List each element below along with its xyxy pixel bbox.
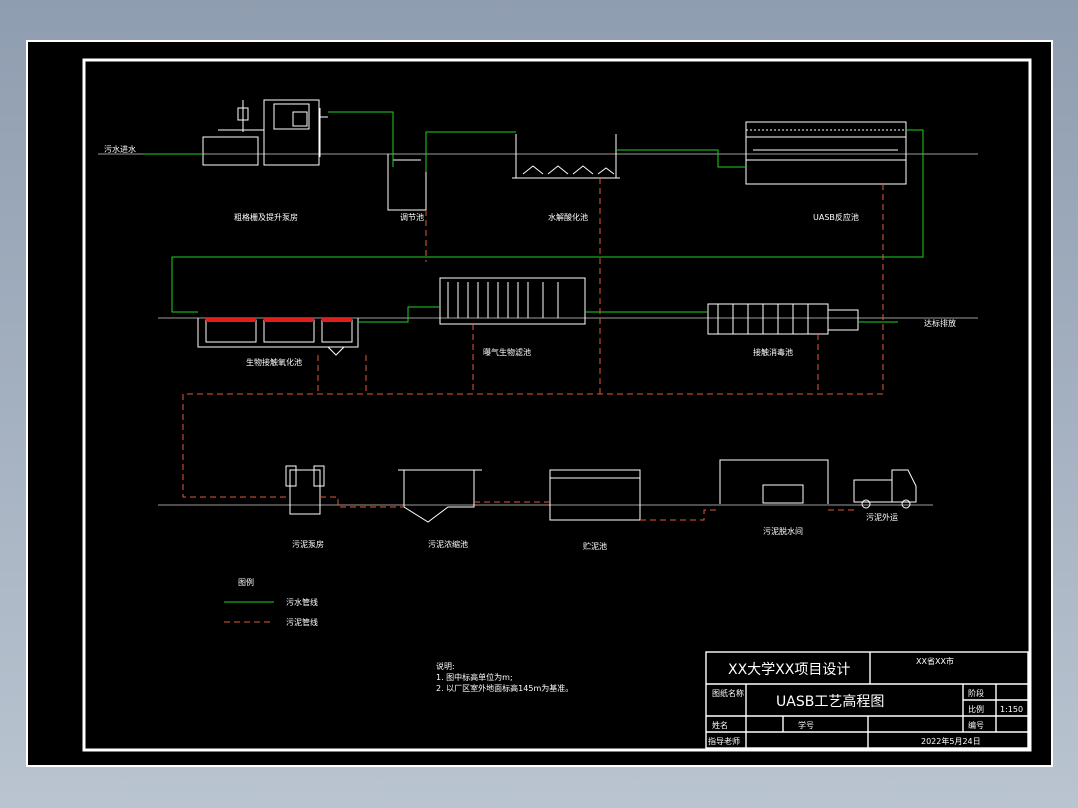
label-equalization: 调节池: [400, 212, 424, 222]
legend-water-label: 污水管线: [286, 597, 318, 607]
notes-line-2: 2. 以厂区室外地面标高145m为基准。: [436, 683, 573, 693]
uasb-tank: [745, 121, 907, 185]
disinfection-tank: [707, 303, 859, 335]
title-block: [705, 651, 1029, 749]
sludge-pump-house: [285, 465, 325, 515]
title-scale: 1:150: [1000, 705, 1023, 714]
water-pipelines: [143, 111, 924, 323]
sludge-pipelines: [182, 178, 884, 521]
drawing-sheet: 粗格栅及提升泵房 调节池 水解酸化池 UASB反应池 污水进水 生物接触氧化池 …: [26, 40, 1053, 767]
label-disinfection: 接触消毒池: [753, 347, 793, 357]
title-school: XX大学XX项目设计: [728, 662, 850, 678]
title-author: XX省XX市: [916, 656, 954, 666]
hydrolysis-tank: [512, 134, 620, 179]
sludge-storage-tank: [549, 469, 641, 521]
truck-icon: [853, 469, 917, 509]
label-bio-contact: 生物接触氧化池: [246, 357, 302, 367]
title-number-label: 编号: [968, 720, 984, 730]
title-date: 2022年5月24日: [921, 736, 981, 746]
label-aerobic: 曝气生物滤池: [483, 347, 531, 357]
inner-border: [82, 58, 1032, 752]
label-discharge: 达标排放: [924, 318, 956, 328]
label-sludge-out: 污泥外运: [866, 512, 898, 522]
bio-contact-sludge: [206, 318, 352, 322]
dewatering-house: [719, 459, 829, 504]
label-sludge-pump: 污泥泵房: [292, 539, 324, 549]
title-stage-label: 阶段: [968, 688, 984, 698]
legend-sludge-label: 污泥管线: [286, 617, 318, 627]
legend-title: 图例: [238, 577, 254, 587]
label-uasb: UASB反应池: [813, 212, 859, 222]
title-drawing-name: UASB工艺高程图: [776, 693, 884, 710]
screen-pump-house: [202, 99, 328, 166]
notes-title: 说明:: [436, 661, 455, 671]
label-storage: 贮泥池: [583, 541, 607, 551]
title-name-label: 姓名: [712, 720, 728, 730]
notes-line-1: 1. 图中标高单位为m;: [436, 672, 513, 682]
label-dewatering: 污泥脱水间: [763, 526, 803, 536]
process-diagram: 粗格栅及提升泵房 调节池 水解酸化池 UASB反应池 污水进水 生物接触氧化池 …: [82, 58, 1032, 752]
title-advisor-label: 指导老师: [708, 736, 740, 746]
title-student-no-label: 学号: [798, 720, 814, 730]
title-drawing-name-label: 图纸名称: [712, 688, 744, 698]
label-sludge-thickener: 污泥浓缩池: [428, 539, 468, 549]
label-hydrolysis: 水解酸化池: [548, 212, 588, 222]
label-sewage-inlet: 污水进水: [104, 144, 136, 154]
sludge-thickener: [398, 469, 482, 523]
title-scale-label: 比例: [968, 704, 984, 714]
equalization-tank: [387, 154, 427, 211]
aerobic-filter: [439, 277, 586, 325]
bio-contact-tank: [197, 318, 359, 356]
label-screen-pump: 粗格栅及提升泵房: [234, 212, 298, 222]
